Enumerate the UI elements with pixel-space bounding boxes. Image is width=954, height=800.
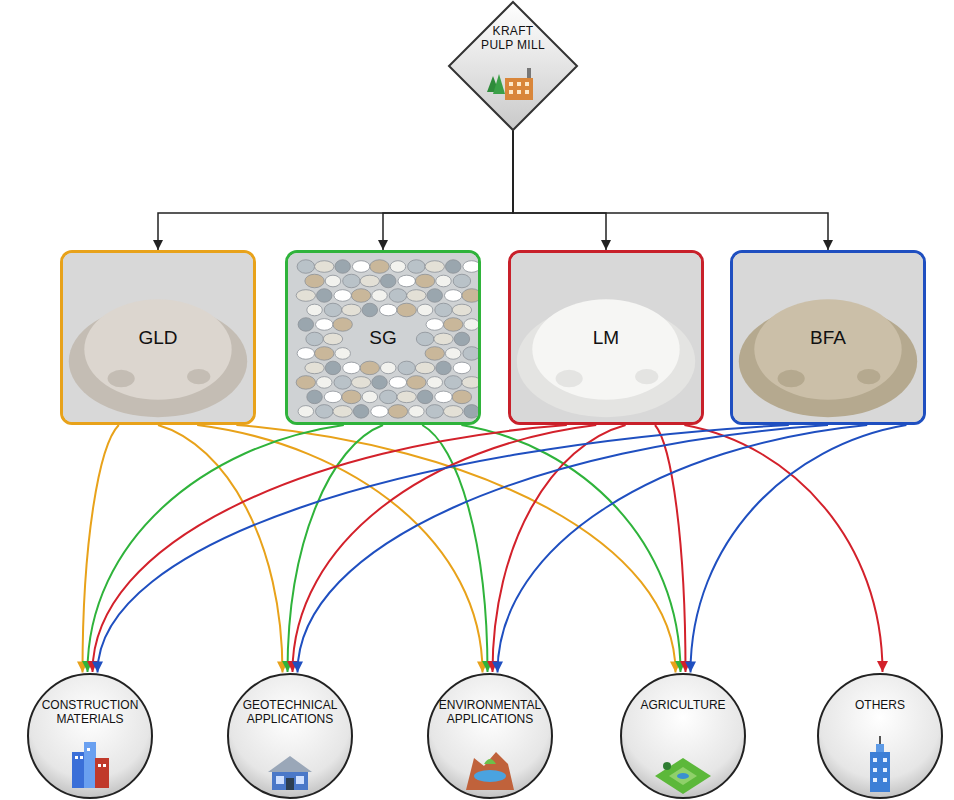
circle-outline [226,672,354,800]
connector-arrow [158,425,283,672]
residue-label: GLD [138,327,177,349]
circle-outline [619,672,747,800]
connector-arrow [298,425,829,672]
connector-arrow [236,425,675,672]
circle-outline [26,672,154,800]
connector-arrow [98,425,789,672]
node-label: KRAFT PULP MILL [475,24,551,53]
residue-box: BFA [730,250,926,425]
residue-box: LM [508,250,704,425]
application-circle: GEOTECHNICAL APPLICATIONS [226,672,354,800]
application-circle: CONSTRUCTION MATERIALS [26,672,154,800]
application-circle: AGRICULTURE [619,672,747,800]
residue-label: BFA [810,327,846,349]
connector-arrow [288,425,384,672]
node-label: AGRICULTURE [629,698,737,712]
connector-arrow [383,130,513,250]
city-icon [72,742,109,788]
residue-label: LM [593,327,619,349]
node-label: OTHERS [826,698,934,712]
diamond-outline [447,0,579,132]
node-label: GEOTECHNICAL APPLICATIONS [236,698,344,726]
connector-arrow [655,425,686,672]
connector-arrow [293,425,597,672]
building-icon [268,756,312,790]
connector-arrow [513,130,828,250]
application-circle: ENVIRONMENTAL APPLICATIONS [426,672,554,800]
residue-label: SG [369,327,396,349]
tower-icon [870,736,890,792]
connector-arrow [461,425,680,672]
source-diamond: KRAFT PULP MILL [447,0,579,132]
connector-arrow [83,425,119,672]
mill-icon [487,68,533,100]
residue-box: GLD [60,250,256,425]
field-icon [655,758,711,794]
connector-arrow [493,425,626,672]
connector-arrow [691,425,907,672]
circle-outline [816,672,944,800]
landscape-icon [466,752,514,790]
residue-box: SG [285,250,481,425]
connector-arrow [498,425,868,672]
connector-arrow [88,425,344,672]
node-label: ENVIRONMENTAL APPLICATIONS [436,698,544,726]
application-circle: OTHERS [816,672,944,800]
connector-arrow [684,425,882,672]
connector-arrow [513,130,606,250]
connector-arrow [158,130,513,250]
circle-outline [426,672,554,800]
connector-arrow [93,425,567,672]
node-label: CONSTRUCTION MATERIALS [36,698,144,726]
